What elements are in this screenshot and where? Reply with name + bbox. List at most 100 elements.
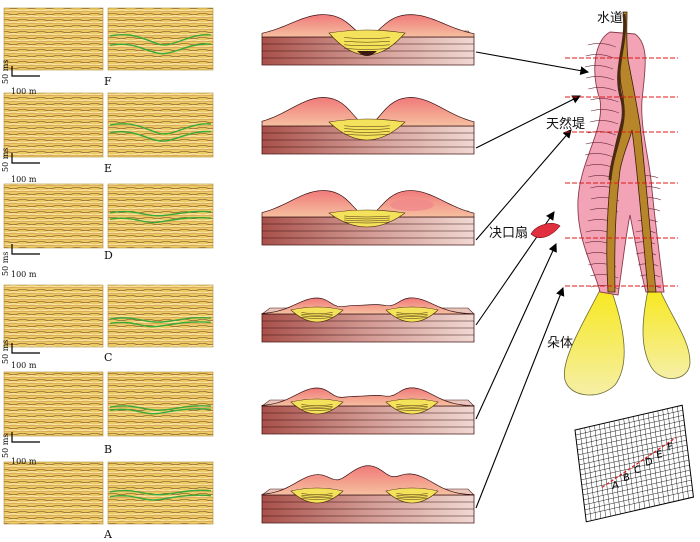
scale-bar [11,66,40,77]
block-diagram [261,97,475,155]
fill-line [396,404,428,406]
horizon-line [109,217,212,224]
levee-contour [587,43,616,48]
label-crevasse-splay: 决口扇 [489,226,529,241]
fill-line [301,405,333,408]
fill-line [301,496,333,499]
seismic-panel [3,7,104,71]
seismic-panel [107,371,214,437]
fill-line [301,312,333,314]
grid-line-h [584,479,692,506]
grid-line-h [577,425,685,451]
grid-line-h [576,420,685,446]
hscale-e: 100 m [11,175,37,184]
channel-fill [385,306,439,323]
grid-line-h [581,454,689,481]
arrow [475,95,581,149]
fill-line [344,125,390,128]
block-diagram [261,387,475,435]
grid-section-trace [601,436,677,488]
seismic-panel [3,183,104,249]
fill-line [396,493,428,495]
fill-line [396,313,428,316]
channel-fill [290,306,344,323]
panel-letter-d: D [104,249,113,262]
fill-line [344,215,390,218]
grid-line-v [628,417,641,510]
crevasse-splay [530,223,561,238]
fill-line [344,48,390,50]
grid-letter: F [667,441,674,453]
arrow [475,286,565,509]
block-diagram [261,465,475,524]
label-channel: 水道 [597,11,624,26]
panel-letter-c: C [104,351,113,364]
label-levee: 天然堤 [546,117,586,132]
grid-letter: E [656,449,664,461]
panel-letter-a: A [104,528,112,541]
fill-line [301,404,333,406]
hscale-d: 100 m [11,270,37,279]
grid-line-v [662,409,675,502]
interpreted-horizons [109,316,212,328]
horizon-line [109,43,212,55]
channel-plan [606,11,657,293]
fill-line [396,312,428,314]
grid-line-h [582,464,690,491]
levee-contour [584,153,614,158]
fill-line [396,407,428,410]
grid-letter: A [611,480,619,493]
horizon-line [109,123,212,135]
vscale-b: 50 ms [1,433,10,458]
block-diagram [261,190,475,246]
levee-contour [585,54,614,59]
label-lobe: 朵体 [547,336,574,351]
interpreted-horizons [109,123,212,142]
fill-line [301,313,333,316]
horizon-line [109,34,212,46]
scale-bar [11,432,40,443]
fill-line [301,409,333,411]
levee-contour [584,65,614,70]
channel-fill [385,398,439,415]
lobe-left [563,289,625,396]
channel-base-lag [357,51,377,56]
grid-line-v [638,415,650,508]
fill-line [344,131,390,133]
grid-line-h [578,430,686,456]
grid-line-h [583,474,691,501]
fill-line [396,405,428,408]
seismic-panel [3,92,104,158]
grid-line-v [599,424,611,517]
horizon-line [109,130,212,142]
fill-line [301,317,333,319]
seismic-panel [107,461,214,525]
channel-fill [328,209,406,228]
vscale-f: 50 ms [1,59,10,84]
levee-contour [590,109,620,114]
vscale-c: 50 ms [1,339,10,364]
fill-line [344,217,390,220]
grid-line-h [580,449,688,476]
grid-line-h [578,434,686,461]
fill-line [344,133,390,136]
horizon-line [109,210,212,217]
hscale-f: 100 m [11,87,37,96]
panel-letter-f: F [104,75,112,88]
grid-line-v [613,420,626,513]
grid-line-v [643,414,655,507]
grid-letter: C [634,464,642,477]
grid-letter: B [622,472,630,485]
fill-line [301,407,333,410]
scale-bar [11,244,40,255]
fill-line [396,498,428,500]
grid-line-v [633,416,645,509]
vscale-d: 50 ms [1,251,10,276]
fill-line [344,128,390,130]
interpreted-horizons [109,210,212,224]
crevasse-lens [390,199,434,211]
levee-contour [588,87,617,92]
